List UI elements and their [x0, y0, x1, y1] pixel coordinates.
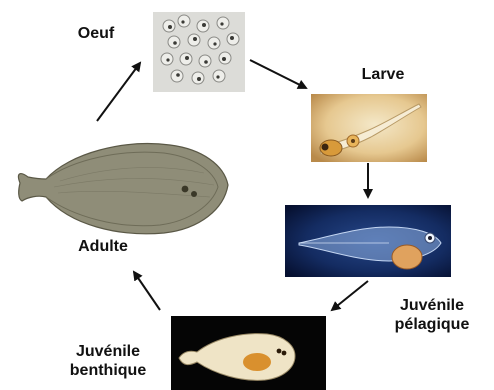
adult-sole-illustration — [14, 133, 236, 239]
benthic-juvenile-photo — [171, 316, 326, 390]
arrow-juvenile-pelagique-to-juvenile-benthique — [332, 281, 368, 310]
stage-label-oeuf: Oeuf — [70, 24, 122, 43]
stage-label-juvenile-benthique: Juvénile benthique — [52, 342, 164, 380]
arrow-juvenile-benthique-to-adulte — [134, 272, 160, 310]
pelagic-juvenile-photo — [285, 205, 451, 277]
stage-label-adulte: Adulte — [66, 237, 140, 256]
fish-eggs-photo — [153, 12, 245, 92]
stage-label-juvenile-pelagique: Juvénile pélagique — [382, 296, 482, 334]
arrow-adulte-to-oeuf — [97, 63, 140, 121]
arrow-oeuf-to-larve — [250, 60, 306, 88]
stage-label-larve: Larve — [350, 65, 416, 84]
fish-larva-photo — [311, 94, 427, 162]
